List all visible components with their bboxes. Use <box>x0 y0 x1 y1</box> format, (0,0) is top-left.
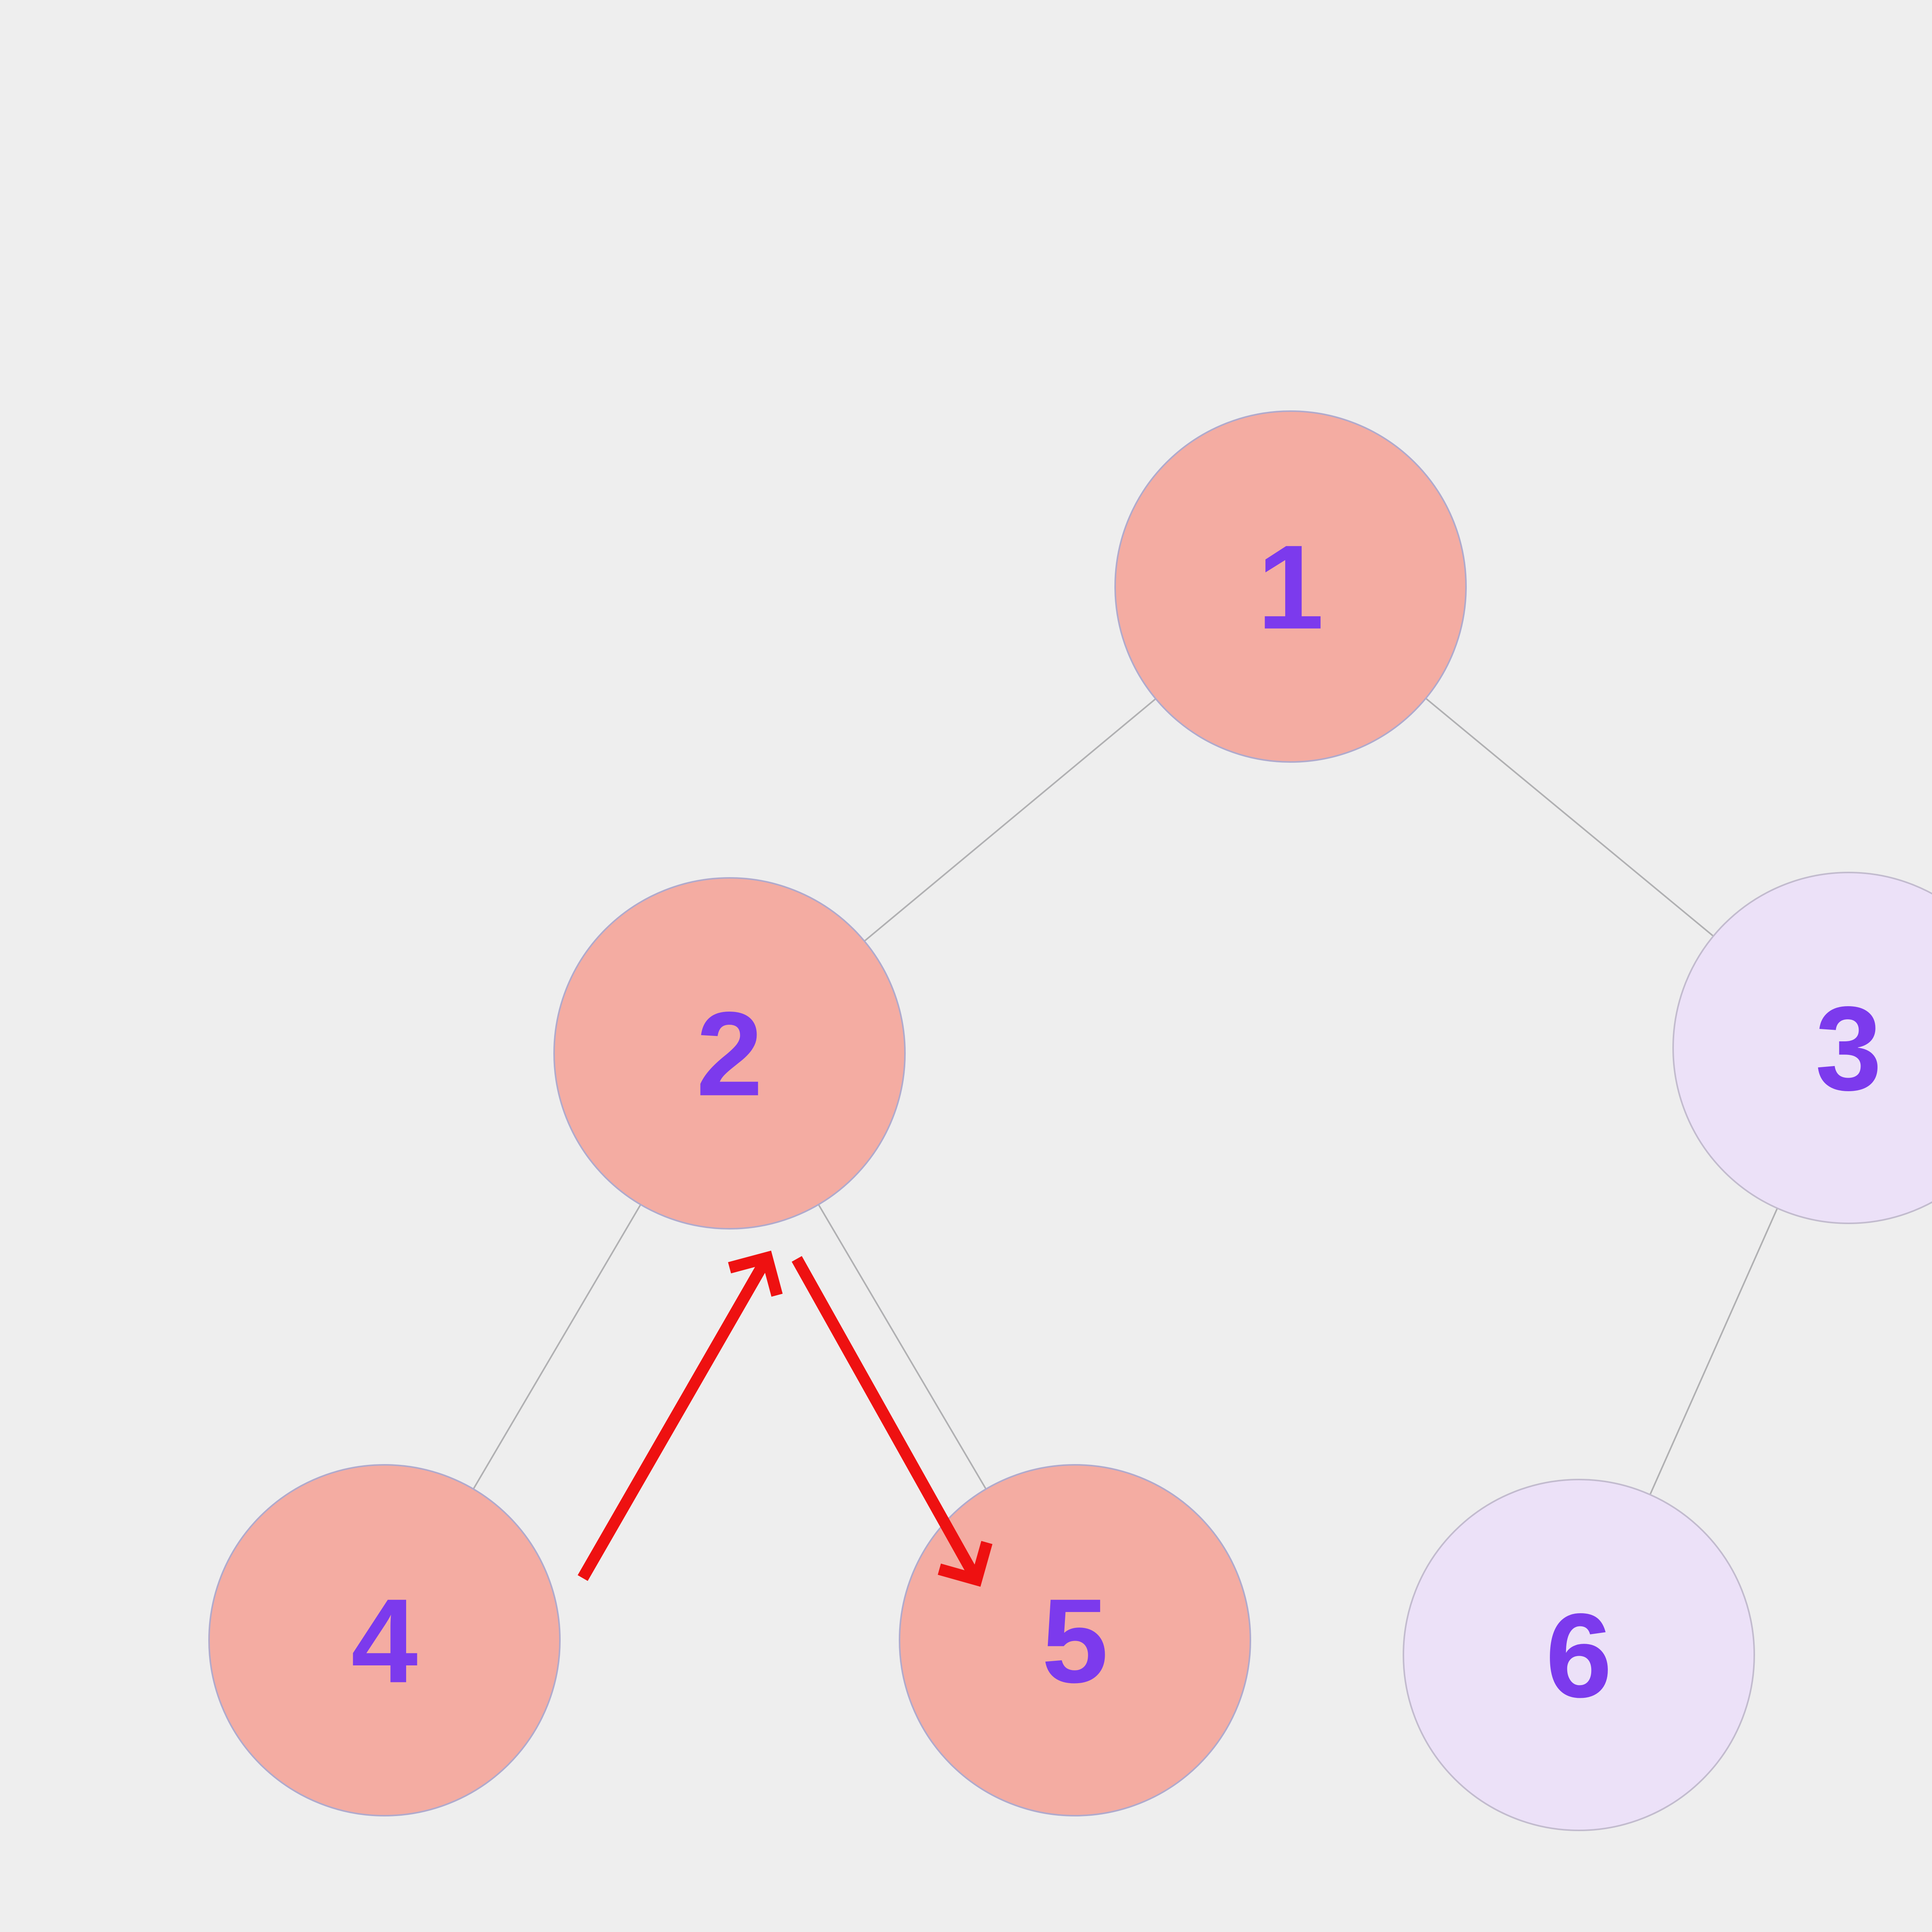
node-circle-2 <box>553 877 906 1230</box>
node-circle-6 <box>1403 1479 1755 1831</box>
tree-node-1: 1 <box>1114 410 1467 763</box>
node-circle-1 <box>1114 410 1467 763</box>
arrow-head-4-to-2 <box>728 1250 783 1297</box>
arrow-shaft-2-to-5 <box>791 1256 982 1583</box>
traversal-arrow-2-to-5 <box>791 1256 993 1587</box>
tree-node-6: 6 <box>1403 1479 1755 1831</box>
node-label-4: 4 <box>351 1574 418 1708</box>
tree-node-2: 2 <box>553 877 906 1230</box>
traversal-arrow-4-to-2 <box>577 1250 783 1581</box>
tree-node-4: 4 <box>208 1464 561 1816</box>
arrow-shaft-4-to-2 <box>577 1255 772 1581</box>
arrow-head-2-to-5 <box>937 1541 993 1587</box>
node-label-3: 3 <box>1815 981 1882 1116</box>
node-label-2: 2 <box>696 987 763 1121</box>
tree-node-5: 5 <box>899 1464 1251 1816</box>
node-label-1: 1 <box>1257 520 1324 654</box>
tree-node-3: 3 <box>1672 872 1932 1224</box>
node-circle-4 <box>208 1464 561 1816</box>
node-circle-3 <box>1672 872 1932 1224</box>
node-label-5: 5 <box>1042 1574 1108 1708</box>
node-label-6: 6 <box>1546 1588 1612 1723</box>
